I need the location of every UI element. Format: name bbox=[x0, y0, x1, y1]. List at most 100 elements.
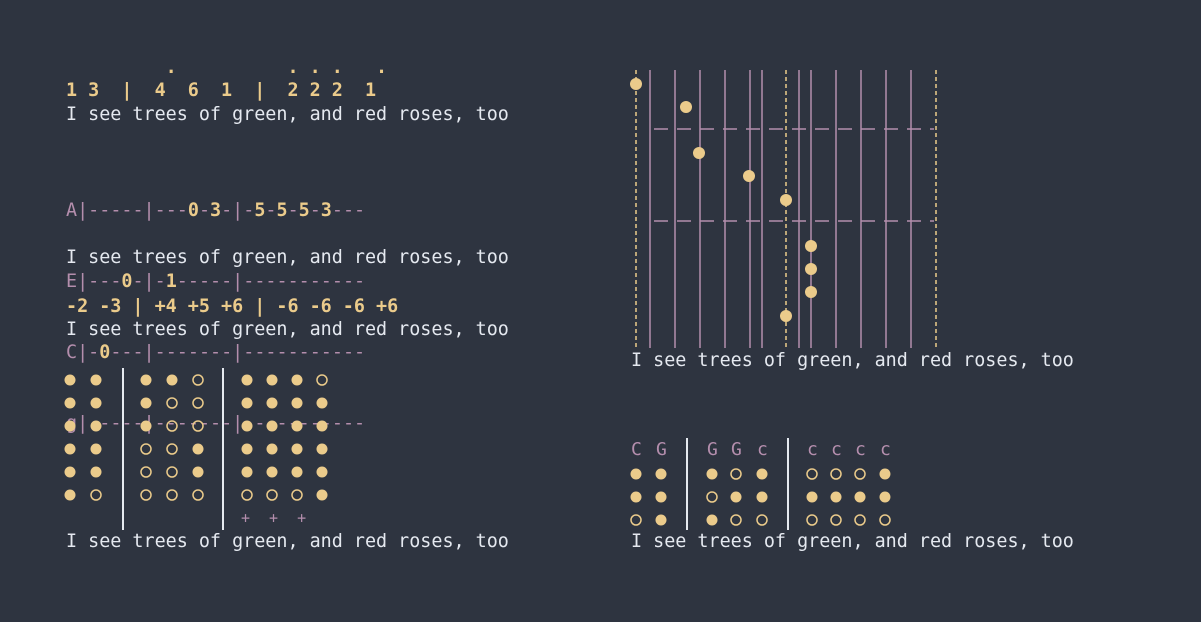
open-dot bbox=[756, 514, 768, 526]
open-dot bbox=[316, 374, 328, 386]
filled-dot bbox=[806, 491, 818, 503]
open-dot bbox=[854, 468, 866, 480]
filled-dot bbox=[241, 466, 253, 478]
lyric-line-6: I see trees of green, and red roses, too bbox=[631, 531, 1074, 552]
note-letter: c bbox=[831, 439, 842, 460]
filled-dot bbox=[316, 420, 328, 432]
note-letter: c bbox=[757, 439, 768, 460]
note-letter: G bbox=[707, 439, 718, 460]
filled-dot bbox=[266, 443, 278, 455]
open-dot bbox=[830, 468, 842, 480]
lyric-line-5: I see trees of green, and red roses, too bbox=[631, 350, 1074, 371]
filled-dot bbox=[630, 491, 642, 503]
filled-dot bbox=[64, 374, 76, 386]
filled-dot bbox=[266, 397, 278, 409]
filled-dot bbox=[879, 491, 891, 503]
filled-dot bbox=[266, 420, 278, 432]
open-dot bbox=[166, 489, 178, 501]
filled-dot bbox=[140, 397, 152, 409]
open-dot bbox=[266, 489, 278, 501]
filled-dot bbox=[316, 489, 328, 501]
filled-dot bbox=[90, 420, 102, 432]
filled-dot bbox=[64, 420, 76, 432]
open-dot bbox=[630, 514, 642, 526]
lyric-line-1: I see trees of green, and red roses, too bbox=[66, 104, 509, 125]
note-dot bbox=[780, 194, 792, 206]
open-dot bbox=[140, 489, 152, 501]
harmonica-notes: -2 -3 | +4 +5 +6 | -6 -6 -6 +6 bbox=[66, 296, 399, 317]
open-dot bbox=[90, 489, 102, 501]
filled-dot bbox=[140, 420, 152, 432]
filled-dot bbox=[316, 397, 328, 409]
open-dot bbox=[806, 468, 818, 480]
filled-dot bbox=[192, 466, 204, 478]
filled-dot bbox=[266, 466, 278, 478]
note-letter: C bbox=[631, 439, 642, 460]
open-dot bbox=[806, 514, 818, 526]
filled-dot bbox=[830, 491, 842, 503]
note-letter: c bbox=[807, 439, 818, 460]
filled-dot bbox=[879, 468, 891, 480]
note-dot bbox=[693, 147, 705, 159]
note-dot bbox=[630, 78, 642, 90]
lyric-line-4: I see trees of green, and red roses, too bbox=[66, 531, 509, 552]
filled-dot bbox=[241, 397, 253, 409]
staff-chart bbox=[630, 70, 937, 348]
filled-dot bbox=[266, 374, 278, 386]
open-dot bbox=[140, 443, 152, 455]
filled-dot bbox=[630, 468, 642, 480]
open-dot bbox=[879, 514, 891, 526]
filled-dot bbox=[316, 466, 328, 478]
tab-line-c: C|-0---|-------|----------- bbox=[66, 341, 366, 363]
fingering-chart-left: + + + bbox=[64, 368, 328, 530]
filled-dot bbox=[64, 466, 76, 478]
filled-dot bbox=[64, 443, 76, 455]
note-letter: G bbox=[656, 439, 667, 460]
open-dot bbox=[166, 443, 178, 455]
open-dot bbox=[241, 489, 253, 501]
tab-line-a: A|-----|---0-3-|-5-5-5-3--- bbox=[66, 200, 366, 222]
tab-block: A|-----|---0-3-|-5-5-5-3--- E|---0-|-1--… bbox=[66, 152, 365, 482]
filled-dot bbox=[64, 397, 76, 409]
open-dot bbox=[830, 514, 842, 526]
octave-dots: . . . . . bbox=[66, 57, 388, 78]
filled-dot bbox=[291, 466, 303, 478]
note-dot bbox=[805, 286, 817, 298]
open-dot bbox=[854, 514, 866, 526]
filled-dot bbox=[655, 468, 667, 480]
filled-dot bbox=[241, 374, 253, 386]
open-dot bbox=[166, 420, 178, 432]
filled-dot bbox=[655, 514, 667, 526]
filled-dot bbox=[64, 489, 76, 501]
open-dot bbox=[192, 420, 204, 432]
note-dot bbox=[780, 310, 792, 322]
open-dot bbox=[730, 514, 742, 526]
filled-dot bbox=[291, 443, 303, 455]
open-dot bbox=[166, 397, 178, 409]
note-letter: c bbox=[855, 439, 866, 460]
filled-dot bbox=[291, 420, 303, 432]
filled-dot bbox=[90, 443, 102, 455]
note-dot bbox=[805, 240, 817, 252]
filled-dot bbox=[166, 374, 178, 386]
open-dot bbox=[140, 466, 152, 478]
tab-line-e: E|---0-|-1-----|----------- bbox=[66, 270, 366, 292]
filled-dot bbox=[756, 468, 768, 480]
filled-dot bbox=[241, 443, 253, 455]
note-letter: G bbox=[731, 439, 742, 460]
open-dot bbox=[192, 489, 204, 501]
filled-dot bbox=[291, 374, 303, 386]
filled-dot bbox=[140, 374, 152, 386]
note-letter: c bbox=[880, 439, 891, 460]
numbered-notes: 1 3 | 4 6 1 | 2 2 2 1 bbox=[66, 80, 377, 101]
filled-dot bbox=[730, 491, 742, 503]
note-dot bbox=[743, 170, 755, 182]
filled-dot bbox=[291, 397, 303, 409]
note-dot bbox=[680, 101, 692, 113]
lyric-line-3: I see trees of green, and red roses, too bbox=[66, 319, 509, 340]
filled-dot bbox=[655, 491, 667, 503]
filled-dot bbox=[90, 374, 102, 386]
open-dot bbox=[166, 466, 178, 478]
